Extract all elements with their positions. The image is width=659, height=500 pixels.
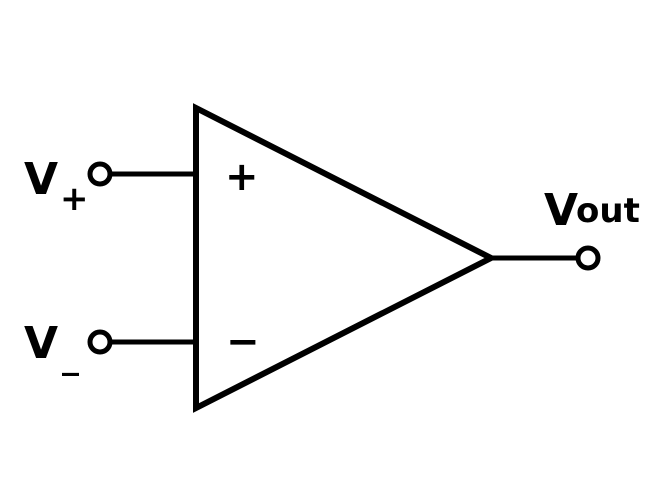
inverting-input-subscript: _ [62, 337, 79, 377]
output-label: V [544, 185, 579, 236]
output-subscript: out [576, 191, 640, 231]
plus-sign: + [225, 154, 259, 200]
non-inverting-input-terminal [87, 161, 113, 187]
minus-sign: − [226, 319, 260, 365]
inverting-input-terminal [87, 329, 113, 355]
non-inverting-input-subscript: + [60, 179, 89, 219]
inverting-input-label: V [24, 318, 59, 369]
output-terminal [575, 245, 601, 271]
op-amp-triangle [193, 103, 498, 413]
non-inverting-input-label: V [24, 154, 59, 205]
